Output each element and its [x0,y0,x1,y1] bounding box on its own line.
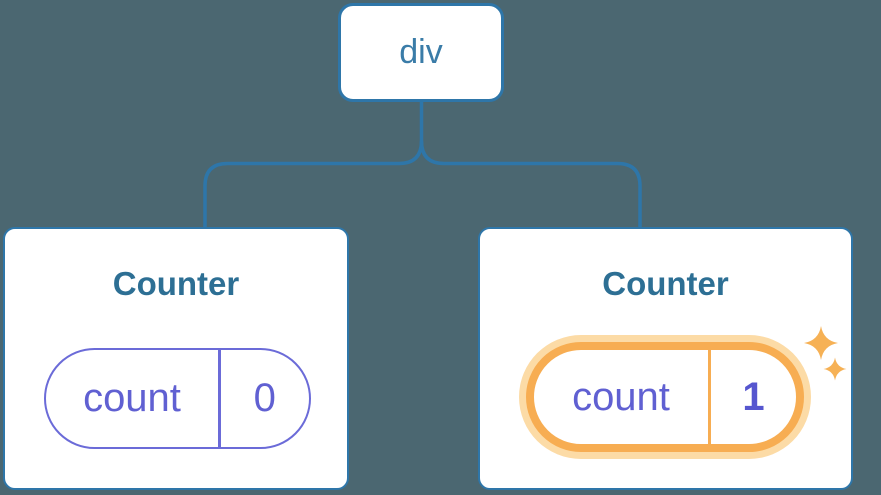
root-node-label: div [399,33,443,71]
root-node-div: div [338,3,504,102]
state-pill: count 0 [44,348,311,449]
state-value: 1 [742,374,765,419]
sparkle-icon-small [823,357,847,381]
connector-branch-left [203,101,424,228]
state-key-label: count [83,376,181,420]
component-title: Counter [112,265,240,302]
state-pill-divider [218,350,221,447]
sparkle-icons [804,326,847,381]
counter-card-right: Counter count 1 [478,227,853,490]
sparkle-icon-large [804,326,838,360]
counter-card-left: Counter count 0 [3,227,349,490]
connector-branch-right [419,140,642,228]
state-pill-highlighted: count 1 [526,342,804,452]
state-value: 0 [253,376,276,420]
state-key-label: count [572,374,670,419]
state-pill-divider [708,350,711,444]
component-title: Counter [602,265,729,302]
